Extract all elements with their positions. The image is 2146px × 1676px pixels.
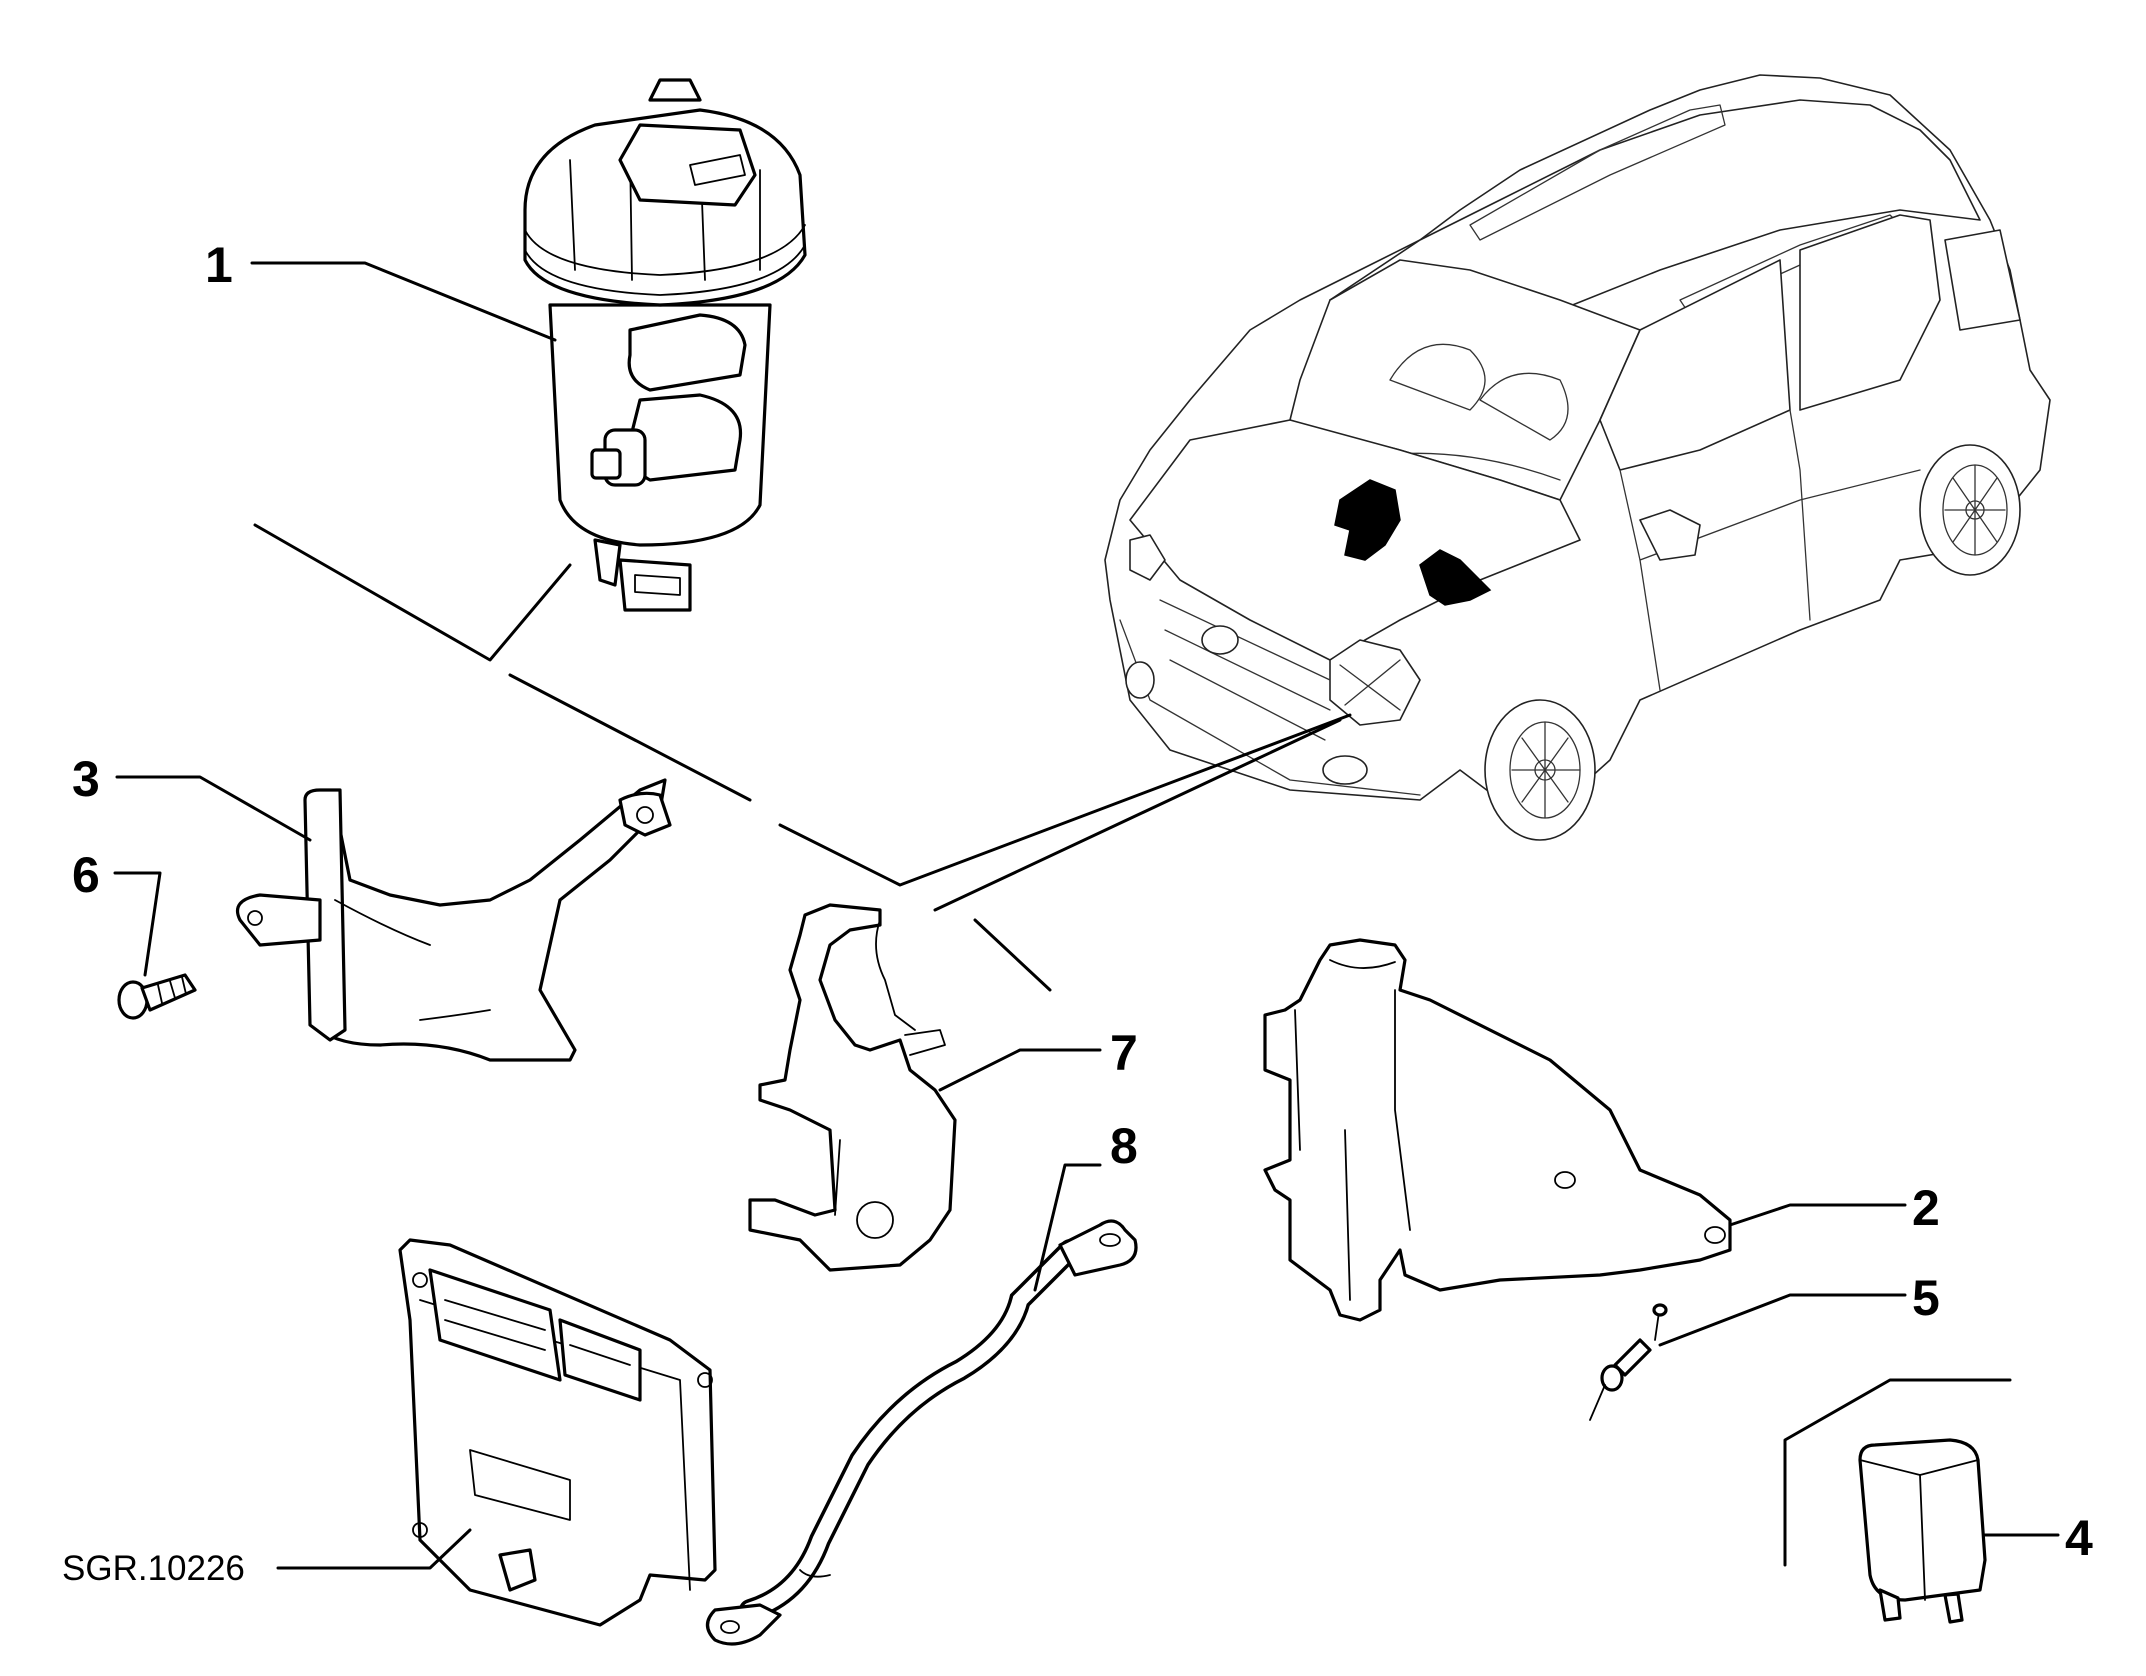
drawing-code: SGR.10226 [62,1549,245,1588]
part-6-screw [117,973,197,1020]
leader-5 [1658,1293,1907,1347]
callout-labels: 1 2 3 4 5 6 7 8 SGR.10226 [62,237,2093,1588]
leader-3 [115,775,312,842]
leader-8 [1033,1163,1102,1292]
part-3-bracket [235,778,672,1062]
ref-line-filter [253,523,572,662]
part-2-bracket [1263,938,1732,1322]
control-unit [398,1238,717,1627]
leader-6 [113,871,162,977]
leader-7 [938,1048,1102,1092]
car-illustration [1104,74,2051,841]
callout-4: 4 [2065,1510,2093,1566]
leader-2 [1728,1203,1907,1227]
ref-line-center [778,713,1352,887]
part-8-ground-cable [705,1219,1138,1646]
ref-line-center-3 [973,918,1052,992]
callout-6: 6 [72,847,100,903]
callout-1: 1 [205,237,233,293]
ref-line-center-2 [933,718,1342,912]
part-4-relay [1858,1438,1987,1624]
part-1-fuel-filter [523,78,807,612]
callout-2: 2 [1912,1180,1940,1236]
ref-line-filter-2 [508,673,752,802]
leader-code [276,1528,472,1570]
leader-lines [113,261,2060,1570]
part-5-pin [1589,1303,1668,1421]
callout-7: 7 [1110,1025,1138,1081]
callout-5: 5 [1912,1270,1940,1326]
callout-8: 8 [1110,1118,1138,1174]
ref-line-relay [1783,1378,2012,1567]
part-7-clip [748,903,957,1272]
leader-1 [250,261,557,342]
callout-3: 3 [72,751,100,807]
